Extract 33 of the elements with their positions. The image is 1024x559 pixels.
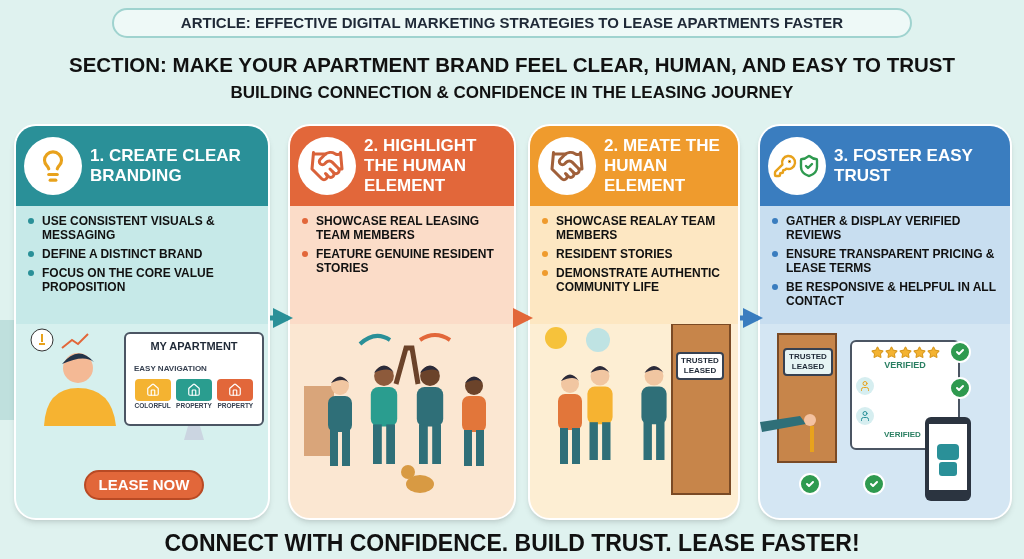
step-card — [14, 124, 270, 520]
website-title: MY APARTMENT — [149, 339, 239, 354]
bullet-text: DEMONSTRATE AUTHENTIC COMMUNITY LIFE — [556, 266, 721, 294]
bullet-text: USE CONSISTENT VISUALS & MESSAGING — [42, 214, 216, 242]
flow-arrow — [740, 308, 763, 328]
flow-arrow — [270, 308, 293, 328]
step-heading: 2. MEATE THE HUMAN ELEMENT — [604, 136, 721, 196]
step-heading: 1. CREATE CLEAR BRANDING — [90, 146, 242, 186]
navigation-heading: EASY NAVIGATION — [134, 362, 208, 375]
bullet-text: BE RESPONSIVE & HELPFUL IN ALL CONTACT — [786, 280, 997, 308]
step-card — [288, 124, 516, 520]
bullet-text: SHOWCASE REAL LEASING TEAM MEMBERS — [316, 214, 481, 242]
title-banner: ARTICLE: EFFECTIVE DIGITAL MARKETING STRATEGIES TO LEASE APARTMENTS FASTER — [112, 8, 912, 38]
closing-slogan: CONNECT WITH CONFIDENCE. BUILD TRUST. LEASE FASTER! — [163, 529, 861, 558]
verified-label: VERIFIED — [883, 359, 927, 372]
bullet-text: FOCUS ON THE CORE VALUE PROPOSITION — [42, 266, 215, 294]
bullet-text: GATHER & DISPLAY VERIFIED REVIEWS — [786, 214, 962, 242]
flow-arrow — [513, 308, 533, 328]
step-card — [528, 124, 740, 520]
bullet-text: SHOWCASE REALAY TEAM MEMBERS — [556, 214, 717, 242]
bullet-text: RESIDENT STORIES — [556, 247, 673, 261]
step-heading: 2. HIGHLIGHT THE HUMAN ELEMENT — [364, 136, 478, 196]
door-sign: TRUSTED LEASED — [676, 352, 724, 380]
bullet-text: FEATURE GENUINE RESIDENT STORIES — [316, 247, 495, 275]
bullet-text: ENSURE TRANSPARENT PRICING & LEASE TERMS — [786, 247, 996, 275]
lease-now-button: LEASE NOW — [84, 470, 204, 500]
step-card — [758, 124, 1012, 520]
subheading: BUILDING CONNECTION & CONFIDENCE IN THE LEASING JOURNEY — [229, 82, 795, 104]
step-heading: 3. FOSTER EASY TRUST — [834, 146, 974, 186]
verified-label: VERIFIED — [884, 428, 922, 441]
bullet-text: DEFINE A DISTINCT BRAND — [42, 247, 203, 261]
section-heading: SECTION: MAKE YOUR APARTMENT BRAND FEEL CLEAR, HUMAN, AND EASY TO TRUST — [67, 52, 957, 78]
door-sign: TRUSTED LEASED — [783, 348, 833, 376]
